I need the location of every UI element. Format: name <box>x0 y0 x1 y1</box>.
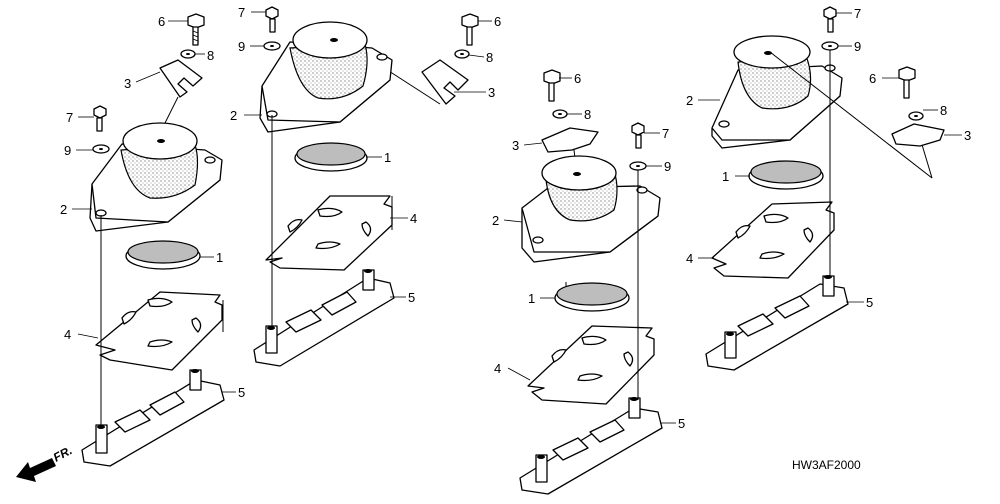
callouts-front-left: 7 9 6 8 3 2 1 4 5 <box>230 5 501 305</box>
plate-4-front-right <box>711 201 835 279</box>
bracket-3-rear-right <box>541 127 599 153</box>
bolt-7-rear-right <box>631 122 645 149</box>
assembly-front-right <box>705 6 945 371</box>
bolt-6-front-right <box>898 66 916 99</box>
bracket-3-rear-left <box>159 59 203 98</box>
assembly-rear-left <box>81 13 225 467</box>
frame-5-front-left <box>253 269 395 367</box>
stopper-1-front-right <box>748 160 824 190</box>
callout-4-rear-right: 4 <box>494 361 501 376</box>
bracket-3-front-right <box>891 123 945 147</box>
callout-7-rear-right: 7 <box>662 126 669 141</box>
frame-5-rear-left <box>81 369 225 467</box>
callout-2-rear-left: 2 <box>60 202 67 217</box>
mount-rubber-2-rear-left <box>89 122 223 232</box>
callout-7-front-left: 7 <box>238 5 245 20</box>
callout-7-rear-left: 7 <box>66 110 73 125</box>
callout-9-rear-right: 9 <box>664 159 671 174</box>
callout-6-front-left: 6 <box>494 14 501 29</box>
callout-8-rear-right: 8 <box>584 107 591 122</box>
mount-rubber-2-front-left <box>259 21 393 133</box>
callout-9-front-left: 9 <box>238 39 245 54</box>
callouts-rear-right: 6 8 3 7 9 2 1 4 5 <box>492 71 685 431</box>
bolt-6-rear-right <box>543 69 561 102</box>
callout-5-rear-left: 5 <box>238 385 245 400</box>
callout-4-rear-left: 4 <box>64 327 71 342</box>
plate-4-front-left <box>265 195 393 271</box>
front-arrow-icon <box>16 458 56 482</box>
callout-3-front-right: 3 <box>964 128 971 143</box>
callouts-rear-left: 6 8 3 7 9 2 1 4 5 <box>60 14 245 400</box>
callout-7-front-right: 7 <box>854 6 861 21</box>
drawing-code: HW3AF2000 <box>792 458 861 472</box>
callout-1-rear-left: 1 <box>216 250 223 265</box>
callout-5-front-right: 5 <box>866 295 873 310</box>
front-direction-indicator: FR. <box>16 443 74 482</box>
stopper-1-front-left <box>294 142 368 172</box>
bracket-3-front-left <box>421 59 469 105</box>
stopper-1-rear-left <box>125 240 201 270</box>
callout-1-front-left: 1 <box>384 150 391 165</box>
callout-1-front-right: 1 <box>722 169 729 184</box>
callout-2-front-left: 2 <box>230 108 237 123</box>
bolt-7-rear-left <box>93 105 107 132</box>
callout-4-front-left: 4 <box>410 211 417 226</box>
frame-5-rear-right <box>519 397 663 495</box>
callout-6-front-right: 6 <box>869 71 876 86</box>
callout-9-front-right: 9 <box>854 39 861 54</box>
callout-6-rear-right: 6 <box>574 71 581 86</box>
callout-2-rear-right: 2 <box>492 213 499 228</box>
plate-4-rear-left <box>95 291 223 371</box>
stopper-1-rear-right <box>554 282 630 312</box>
callout-3-rear-right: 3 <box>512 138 519 153</box>
front-direction-label: FR. <box>51 443 75 464</box>
callout-4-front-right: 4 <box>686 251 693 266</box>
callout-5-front-left: 5 <box>408 290 415 305</box>
mount-rubber-2-front-right <box>711 35 843 149</box>
bolt-6-rear-left <box>187 13 205 46</box>
assembly-front-left <box>253 6 479 367</box>
callout-8-rear-left: 8 <box>207 48 214 63</box>
callout-8-front-right: 8 <box>940 103 947 118</box>
callout-9-rear-left: 9 <box>64 143 71 158</box>
callout-6-rear-left: 6 <box>158 14 165 29</box>
assembly-rear-right <box>519 69 663 495</box>
callout-3-front-left: 3 <box>488 85 495 100</box>
callout-3-rear-left: 3 <box>124 76 131 91</box>
callout-1-rear-right: 1 <box>528 291 535 306</box>
callouts-front-right: 7 9 2 6 8 3 1 4 5 <box>686 6 971 310</box>
plate-4-rear-right <box>527 325 655 405</box>
callout-8-front-left: 8 <box>486 50 493 65</box>
callout-2-front-right: 2 <box>686 93 693 108</box>
bolt-7-front-left <box>265 6 279 33</box>
callout-5-rear-right: 5 <box>678 416 685 431</box>
bolt-6-front-left <box>461 13 479 46</box>
bolt-7-front-right <box>823 6 837 33</box>
mount-rubber-2-rear-right <box>521 155 661 263</box>
frame-5-front-right <box>705 275 849 371</box>
